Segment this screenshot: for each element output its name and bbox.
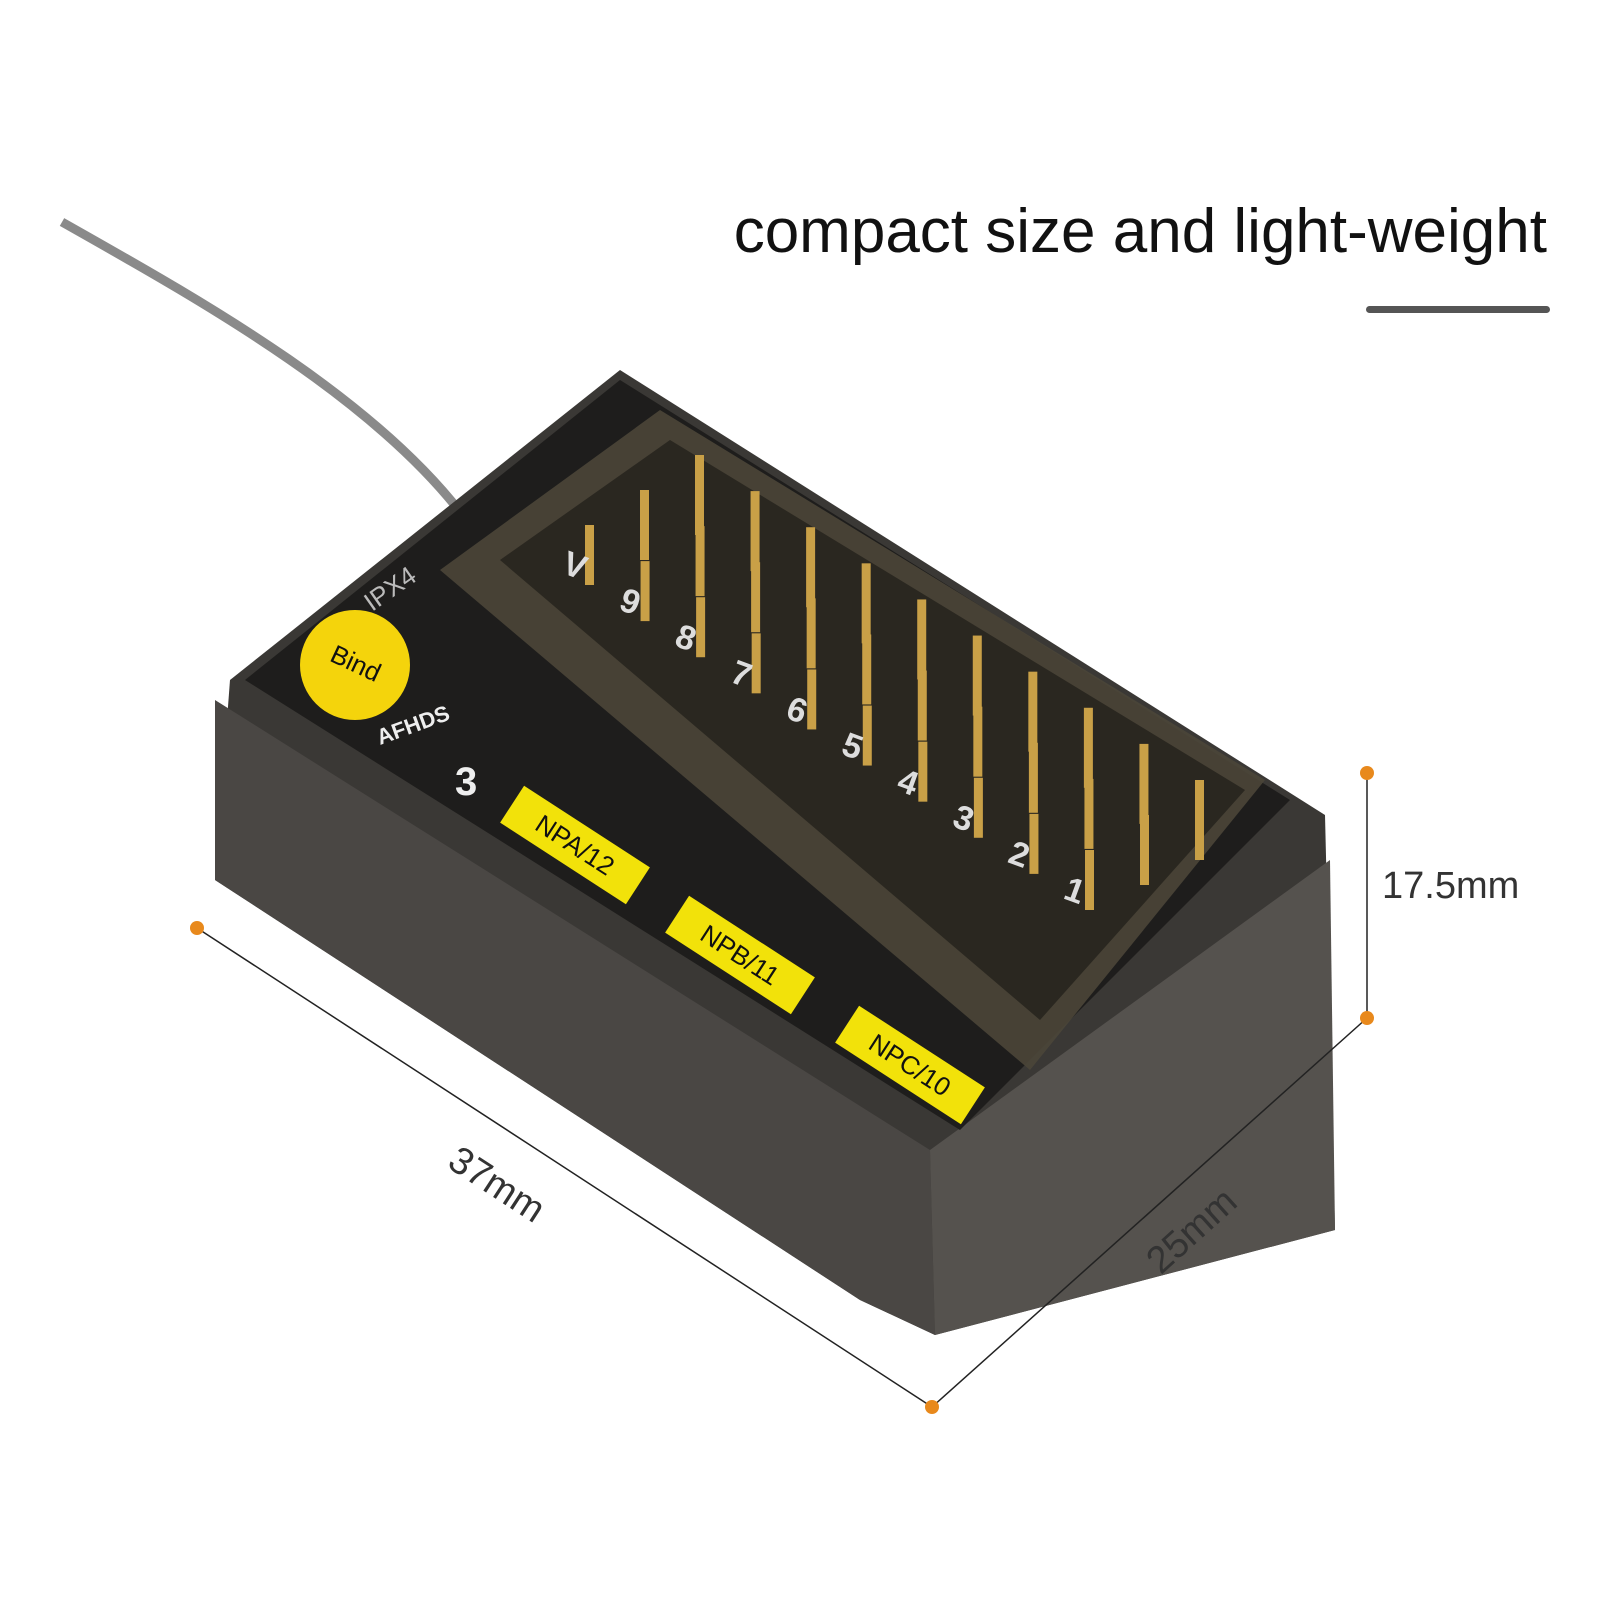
length-label: 37mm	[441, 1139, 552, 1232]
header-pin	[972, 635, 982, 716]
dimension-dot	[925, 1400, 939, 1414]
header-pin	[806, 598, 816, 669]
header-pin	[640, 561, 650, 622]
header-pin	[1195, 780, 1204, 860]
header-pin	[751, 633, 761, 694]
dimension-dot	[1360, 1011, 1374, 1025]
header-pin	[1140, 815, 1149, 885]
dimension-dot	[190, 921, 204, 935]
header-pin	[751, 562, 761, 633]
header-pin	[1139, 743, 1149, 824]
header-pin	[973, 706, 983, 777]
length-dimension-line	[196, 927, 933, 1408]
header-pin	[807, 669, 817, 730]
header-pin	[1084, 778, 1094, 849]
header-pin	[806, 527, 816, 608]
header-pin	[1029, 813, 1039, 874]
side-face	[930, 860, 1335, 1335]
dimension-dot	[1360, 766, 1374, 780]
header-pin	[1028, 742, 1038, 813]
header-pin	[1085, 850, 1094, 910]
height-label: 17.5mm	[1382, 865, 1519, 907]
headline-underline	[1366, 306, 1550, 313]
protocol-version: 3	[455, 760, 477, 804]
header-pin	[585, 525, 594, 585]
pins	[585, 455, 1204, 910]
header-pin	[750, 491, 760, 572]
header-pin	[640, 490, 649, 560]
headline: compact size and light-weight	[733, 197, 1547, 266]
width-dimension-line	[931, 1017, 1368, 1408]
header-pin	[695, 526, 705, 597]
header-pin	[917, 599, 927, 680]
header-pin	[862, 705, 872, 766]
front-face	[215, 700, 935, 1335]
header-pin	[696, 597, 706, 658]
header-pin	[1028, 671, 1038, 752]
header-pin	[1083, 707, 1093, 788]
pin-header-inner	[500, 440, 1245, 1020]
header-pin	[695, 455, 704, 535]
header-pin	[918, 741, 928, 802]
header-pin	[973, 777, 983, 838]
header-pin	[917, 670, 927, 741]
antenna	[59, 218, 474, 528]
header-pin	[861, 563, 871, 644]
bind-button[interactable]	[300, 610, 410, 720]
header-pin	[862, 634, 872, 705]
